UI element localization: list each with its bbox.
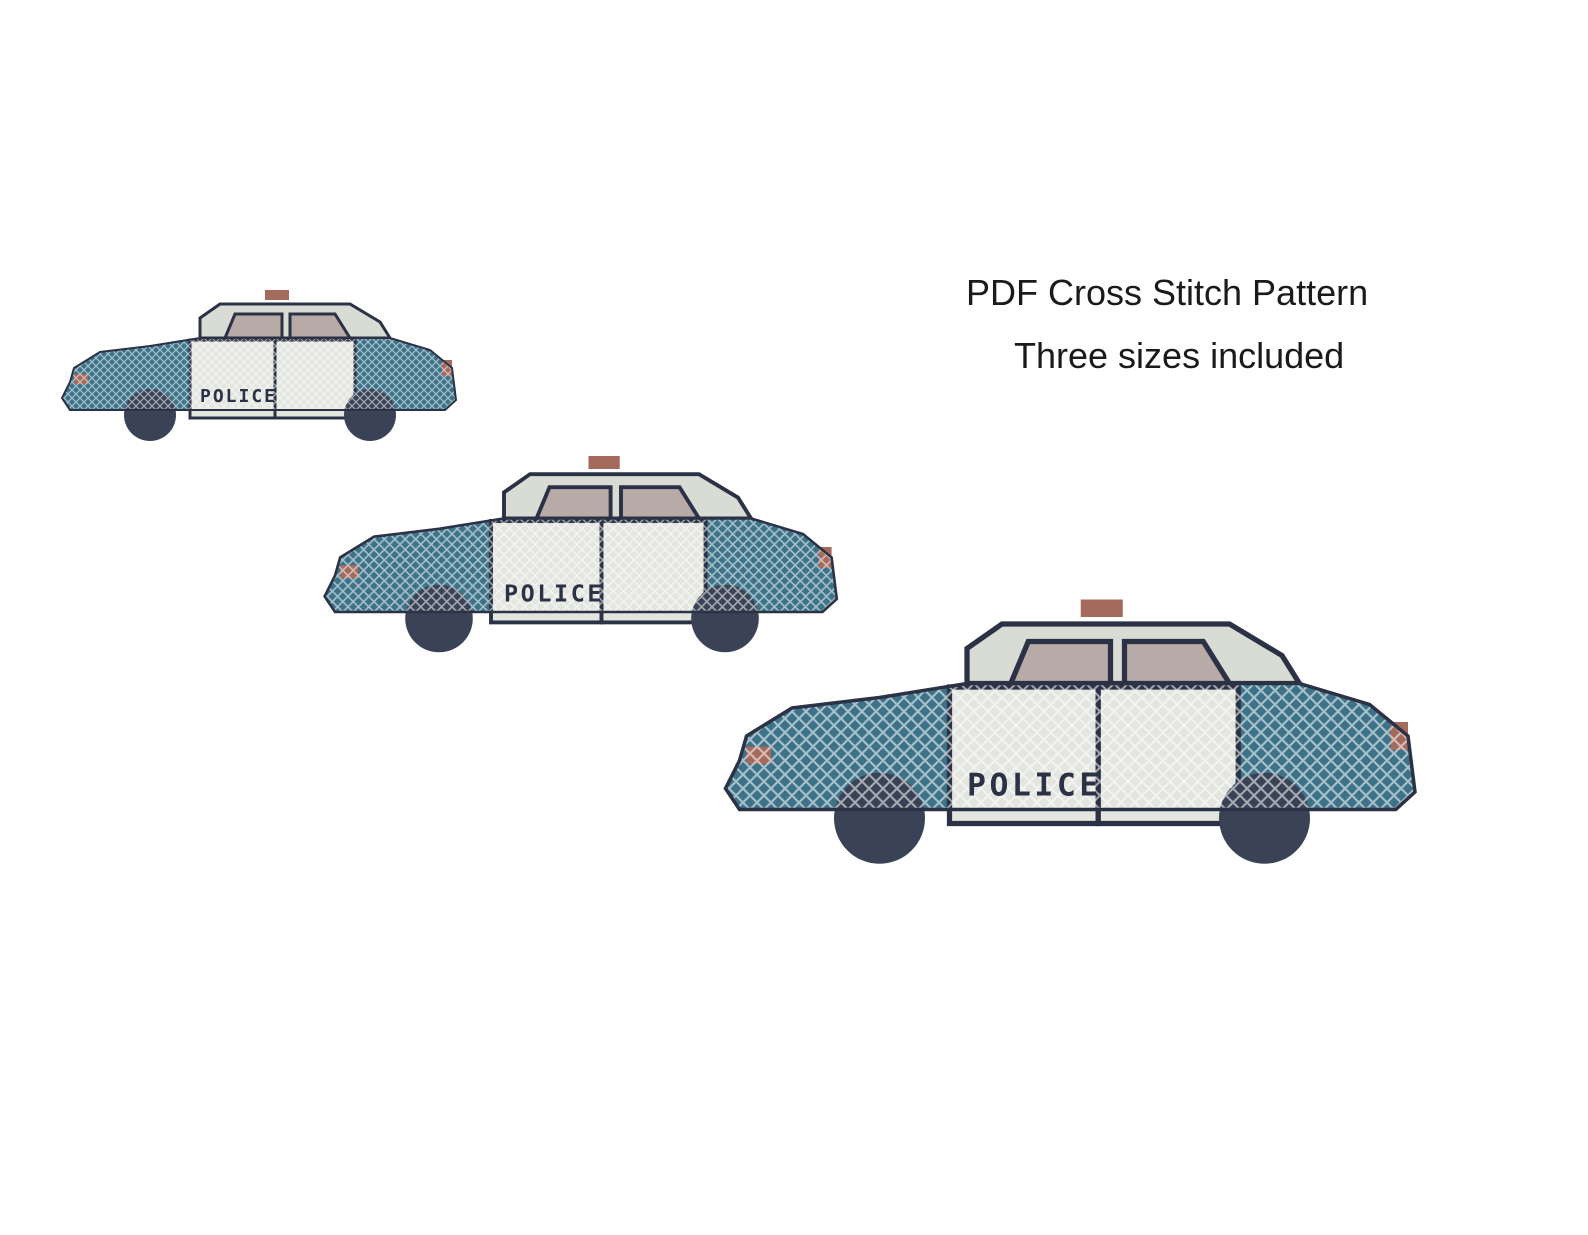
caption-title: PDF Cross Stitch Pattern xyxy=(966,272,1369,313)
police-car-medium: POLICE xyxy=(323,456,839,653)
police-label-large: POLICE xyxy=(967,768,1102,804)
police-label-medium: POLICE xyxy=(504,580,604,608)
police-label-small: POLICE xyxy=(200,386,277,407)
police-car-small: POLICE xyxy=(60,290,458,441)
caption-subtitle: Three sizes included xyxy=(1014,335,1345,376)
police-car-large: POLICE xyxy=(723,599,1417,864)
